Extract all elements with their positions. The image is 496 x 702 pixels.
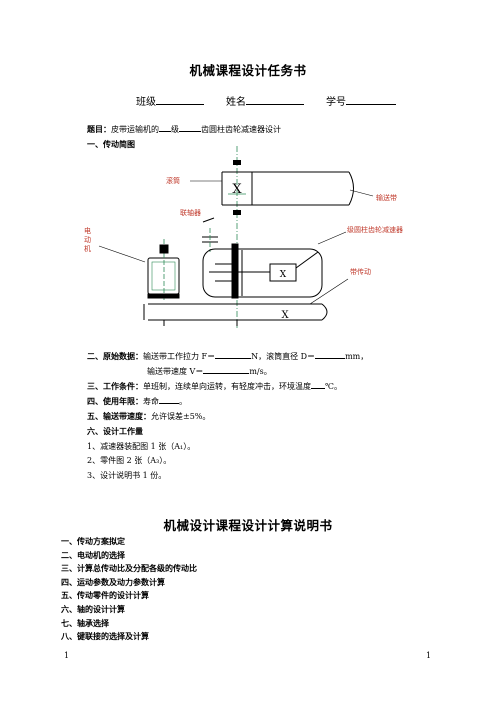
id-blank[interactable] (346, 95, 396, 105)
page-number-left: 1 (64, 651, 70, 660)
contents-item-2: 二、电动机的选择 (61, 549, 125, 560)
tolerance-text: 允许误差±5%。 (151, 412, 211, 421)
class-label: 班级 (136, 97, 156, 108)
name-blank[interactable] (246, 95, 304, 105)
name-label: 姓名 (226, 97, 246, 108)
speed-unit: m/s。 (249, 367, 272, 376)
temperature-unit: ℃。 (325, 382, 342, 391)
section-4-heading: 四、使用年限： (87, 396, 143, 406)
gear-reducer: X (202, 231, 347, 299)
life-label: 寿命 (143, 397, 159, 406)
section-2-heading: 二、原始数据： (87, 351, 143, 361)
belt-label: 输送带 (376, 193, 397, 202)
contents-item-7: 七、轴承选择 (61, 617, 109, 628)
force-label: 输送带工作拉力 F＝ (143, 352, 216, 361)
section-3-line: 三、工作条件：单班制，连续单向运转，有轻度冲击，环境温度 ℃。 (87, 381, 342, 392)
motor-label-2: 动 (84, 235, 91, 244)
section-5-heading: 五、输送带速度： (87, 411, 151, 421)
speed-label: 输送带速度 V＝ (147, 367, 204, 376)
section-4-line: 四、使用年限：寿命 。 (87, 396, 187, 407)
id-label: 学号 (326, 97, 346, 108)
topic-part3: 齿圆柱齿轮减速器设计 (201, 125, 281, 134)
conditions-text: 单班制，连续单向运转，有轻度冲击，环境温度 (143, 382, 311, 391)
drum-label: 滚筒 (166, 176, 180, 185)
name-field: 姓名 (226, 93, 304, 108)
topic-label: 题目： (87, 124, 111, 134)
class-blank[interactable] (156, 95, 204, 105)
contents-item-5: 五、传动零件的设计计算 (61, 590, 149, 601)
section-2-line-1: 二、原始数据：输送带工作拉力 F＝ N，滚筒直径 D＝ mm， (87, 351, 368, 362)
task-title: 机械课程设计任务书 (189, 63, 307, 78)
drum-assembly: X (190, 146, 374, 330)
class-field: 班级 (136, 93, 204, 108)
coupling-label: 联轴器 (180, 208, 201, 217)
section-5-line: 五、输送带速度：允许误差±5%。 (87, 411, 210, 422)
life-end: 。 (179, 397, 187, 406)
calc-contents: 一、传动方案拟定 二、电动机的选择 三、计算总传动比及分配各级的传动比 四、运动… (61, 535, 197, 644)
coupling (202, 217, 218, 252)
contents-item-4: 四、运动参数及动力参数计算 (61, 576, 165, 587)
belt-drive-label: 带传动 (350, 267, 371, 276)
workload-item-3: 3、设计说明书 1 份。 (87, 471, 167, 480)
life-blank[interactable] (159, 396, 179, 404)
diameter-blank[interactable] (315, 351, 346, 359)
workload-item-2: 2、零件图 2 张（A₃）。 (87, 456, 172, 465)
calc-title: 机械设计课程设计计算说明书 (163, 518, 333, 533)
reducer-label: 级圆柱齿轮减速器 (347, 225, 403, 234)
page-number-right: 1 (426, 651, 432, 660)
topic-blank-1[interactable] (159, 124, 171, 132)
topic-line: 题目：皮带运输机的 级 齿圆柱齿轮减速器设计 (87, 124, 281, 135)
diameter-unit: mm， (345, 352, 369, 361)
motor-label-1: 电 (84, 226, 91, 235)
section-2-line-2: 输送带速度 V＝ m/s。 (147, 366, 272, 377)
workload-item-1: 1、减速器装配图 1 张（A₁）。 (87, 442, 196, 451)
section-1-heading: 一、传动简图 (87, 139, 135, 149)
id-field: 学号 (326, 93, 396, 108)
drum-x-mark: X (232, 182, 242, 197)
topic-part2: 级 (171, 125, 179, 134)
motor-assembly (98, 239, 180, 300)
diameter-label: N，滚筒直径 D＝ (251, 352, 316, 361)
contents-item-8: 八、键联接的选择及计算 (61, 631, 149, 642)
temperature-blank[interactable] (311, 381, 325, 389)
contents-item-1: 一、传动方案拟定 (61, 536, 125, 546)
reducer-x-mark: X (280, 270, 287, 280)
belt-drive: X (143, 278, 349, 326)
section-6-heading: 六、设计工作量 (87, 426, 143, 436)
speed-blank[interactable] (203, 366, 250, 374)
topic-blank-2[interactable] (179, 124, 201, 132)
motor-label-3: 机 (84, 244, 91, 253)
contents-item-3: 三、计算总传动比及分配各级的传动比 (61, 563, 197, 574)
force-blank[interactable] (215, 351, 252, 359)
section-3-heading: 三、工作条件： (87, 381, 143, 391)
belt-drive-x-mark: X (281, 310, 289, 321)
topic-part1: 皮带运输机的 (111, 125, 159, 134)
contents-item-6: 六、轴的设计计算 (61, 603, 125, 614)
